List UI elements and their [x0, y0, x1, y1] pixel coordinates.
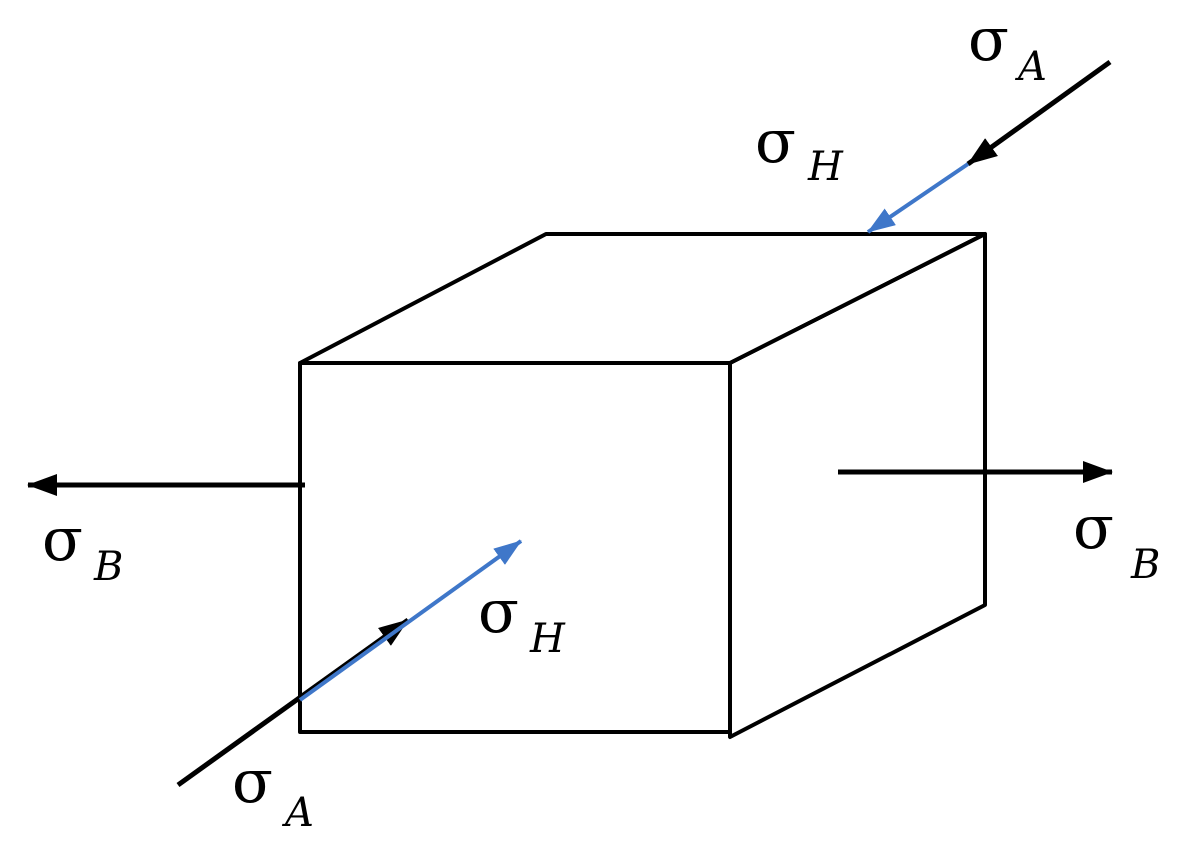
sigma-symbol: σ: [42, 505, 83, 575]
label-sigma-a-top: σ A: [968, 5, 1047, 90]
arrow-sigma-h-top: [866, 162, 970, 234]
sigma-subscript: A: [1014, 44, 1047, 90]
arrow-sigma-a-top: [966, 59, 1112, 167]
sigma-subscript: H: [529, 616, 566, 662]
sigma-subscript: B: [93, 544, 123, 590]
cube: [298, 232, 987, 739]
stress-labels: σ A σ H σ B σ B σ H σ A: [42, 5, 1160, 836]
cube-top-face: [298, 232, 987, 365]
sigma-subscript: H: [807, 144, 844, 190]
label-sigma-b-right: σ B: [1073, 493, 1160, 588]
label-sigma-a-bottom: σ A: [232, 747, 314, 836]
sigma-symbol: σ: [232, 747, 273, 817]
label-sigma-b-left: σ B: [42, 505, 123, 590]
sigma-symbol: σ: [755, 107, 796, 177]
stress-arrows: [27, 59, 1113, 788]
sigma-subscript: B: [1130, 542, 1160, 588]
label-sigma-h-bottom: σ H: [478, 577, 566, 662]
sigma-subscript: A: [281, 790, 314, 836]
sigma-symbol: σ: [968, 5, 1009, 75]
sigma-symbol: σ: [478, 577, 519, 647]
label-sigma-h-top: σ H: [755, 107, 844, 190]
arrow-sigma-h-bottom: [298, 539, 523, 702]
sigma-symbol: σ: [1073, 493, 1114, 563]
cube-right-face: [728, 232, 987, 739]
